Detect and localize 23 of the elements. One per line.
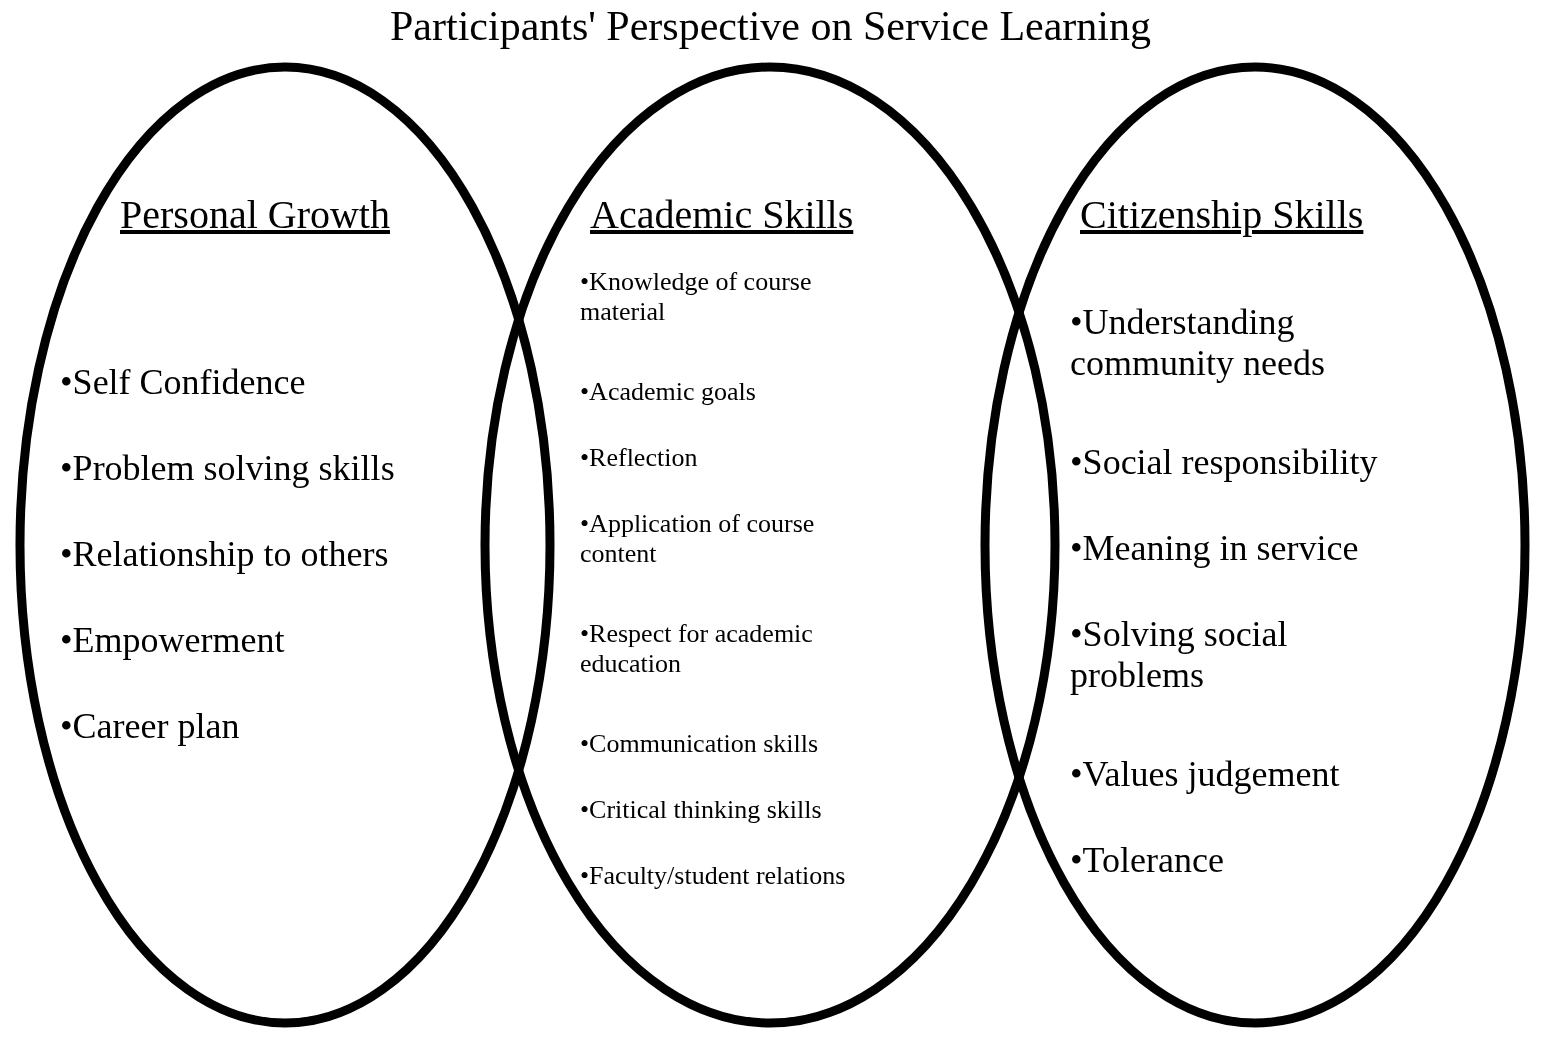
bullet-item: •Relationship to others (60, 534, 390, 576)
bullet-item: •Understanding community needs (1070, 302, 1326, 385)
bullet-item: •Faculty/student relations (580, 861, 847, 891)
bullet-item: •Communication skills (580, 729, 820, 759)
bullet-item: •Tolerance (1070, 840, 1225, 882)
bullet-item: •Problem solving skills (60, 448, 396, 490)
bullet-item: •Self Confidence (60, 362, 307, 404)
bullet-item: •Reflection (580, 443, 699, 473)
bullet-item: •Academic goals (580, 377, 757, 407)
circle-heading: Citizenship Skills (1080, 192, 1364, 238)
bullet-item: •Meaning in service (1070, 528, 1360, 570)
bullet-item: •Social responsibility (1070, 442, 1379, 484)
bullet-item: •Respect for academic education (580, 619, 814, 679)
bullet-item: •Values judgement (1070, 754, 1341, 796)
bullet-item: •Critical thinking skills (580, 795, 823, 825)
circle-heading: Academic Skills (590, 192, 854, 238)
bullet-item: •Empowerment (60, 620, 286, 662)
bullet-item: •Knowledge of course material (580, 267, 813, 327)
bullet-item: •Application of course content (580, 509, 816, 569)
circle-heading: Personal Growth (120, 192, 390, 238)
bullet-item: •Solving social problems (1070, 614, 1289, 697)
bullet-item: •Career plan (60, 706, 241, 748)
diagram-title: Participants' Perspective on Service Learning (389, 2, 1152, 50)
